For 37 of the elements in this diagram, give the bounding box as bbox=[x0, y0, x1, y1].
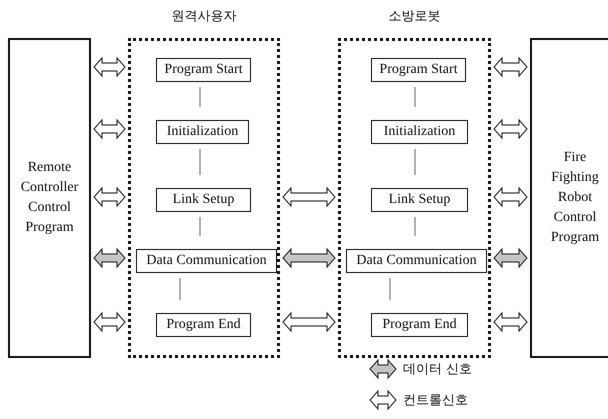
program-box: Remote Controller Control Program bbox=[8, 38, 91, 358]
double-arrow bbox=[93, 248, 126, 268]
group-heading: 원격사용자 bbox=[170, 8, 238, 25]
double-arrow bbox=[493, 56, 528, 78]
step-box: Link Setup bbox=[156, 188, 251, 212]
double-arrow bbox=[493, 248, 528, 268]
connector-line bbox=[414, 217, 416, 236]
step-box: Link Setup bbox=[371, 188, 468, 212]
legend-label: 데이터 신호 bbox=[403, 361, 472, 378]
double-arrow bbox=[93, 186, 126, 208]
connector-line bbox=[199, 217, 201, 236]
connector-line bbox=[389, 278, 391, 300]
step-box: Program Start bbox=[156, 58, 251, 82]
step-box: Program End bbox=[371, 313, 468, 337]
connector-line bbox=[414, 149, 416, 175]
double-arrow bbox=[493, 312, 528, 332]
connector-line bbox=[179, 278, 181, 300]
double-arrow bbox=[282, 248, 336, 268]
double-arrow bbox=[93, 118, 126, 140]
step-box: Initialization bbox=[156, 120, 249, 144]
double-arrow bbox=[93, 312, 126, 332]
legend-label: 컨트롤신호 bbox=[403, 392, 468, 409]
connector-line bbox=[199, 87, 201, 107]
program-box: Fire Fighting Robot Control Program bbox=[530, 38, 608, 358]
step-box: Data Communication bbox=[136, 249, 277, 273]
group-heading: 소방로봇 bbox=[388, 8, 442, 25]
connector-line bbox=[414, 87, 416, 107]
step-box: Data Communication bbox=[346, 249, 487, 273]
double-arrow bbox=[282, 186, 336, 208]
step-box: Program Start bbox=[371, 58, 466, 82]
double-arrow bbox=[93, 56, 126, 78]
double-arrow bbox=[493, 118, 528, 140]
double-arrow bbox=[282, 312, 336, 332]
step-box: Initialization bbox=[371, 120, 468, 144]
step-box: Program End bbox=[156, 313, 251, 337]
connector-line bbox=[199, 149, 201, 175]
double-arrow bbox=[493, 186, 528, 208]
